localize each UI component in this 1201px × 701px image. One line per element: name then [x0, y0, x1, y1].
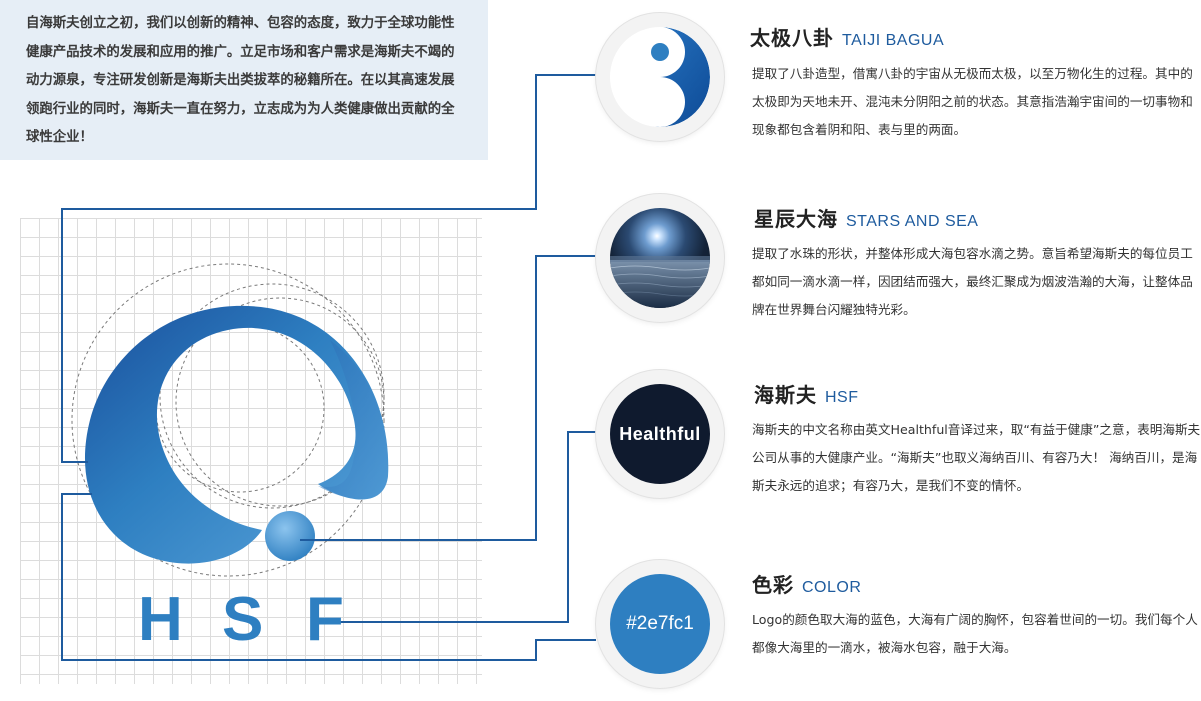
- item-color-title-cn: 色彩: [752, 573, 794, 597]
- color-hex-label: #2e7fc1: [626, 613, 694, 634]
- logo-letter-s: S: [222, 585, 264, 654]
- logo-wordmark: H S F: [138, 584, 390, 656]
- item-taiji-desc: 提取了八卦造型，借寓八卦的宇宙从无极而太极，以至万物化生的过程。其中的太极即为天…: [752, 66, 1193, 137]
- logo-letter-h: H: [138, 585, 183, 654]
- item-color-title: 色彩 COLOR: [752, 569, 861, 598]
- taiji-yin-yang-icon: [610, 27, 710, 127]
- item-hsf-title-cn: 海斯夫: [754, 383, 817, 407]
- item-stars-sea-title: 星辰大海 STARS AND SEA: [754, 203, 978, 232]
- item-taiji-title-en: TAIJI BAGUA: [842, 32, 945, 49]
- item-taiji-title-cn: 太极八卦: [750, 26, 834, 50]
- item-taiji-title: 太极八卦 TAIJI BAGUA: [750, 22, 944, 51]
- logo-drop: [265, 511, 315, 561]
- moonlit-sea-icon: [610, 208, 710, 308]
- item-hsf-desc: 海斯夫的中文名称由英文Healthful音译过来，取“有益于健康”之意，表明海斯…: [752, 422, 1201, 493]
- color-badge: #2e7fc1: [596, 560, 724, 688]
- item-color-desc: Logo的颜色取大海的蓝色，大海有广阔的胸怀，包容着世间的一切。我们每个人都像大…: [752, 612, 1198, 655]
- hsf-badge: Healthful: [596, 370, 724, 498]
- item-hsf-title-en: HSF: [825, 389, 859, 406]
- stars-sea-badge: [596, 194, 724, 322]
- healthful-label: Healthful: [619, 423, 701, 444]
- item-hsf-title: 海斯夫 HSF: [754, 379, 859, 408]
- logo-letter-f: F: [306, 585, 344, 654]
- taiji-badge: [596, 13, 724, 141]
- item-stars-sea-desc: 提取了水珠的形状，并整体形成大海包容水滴之势。意旨希望海斯夫的每位员工都如同一滴…: [752, 246, 1193, 317]
- color-swatch: #2e7fc1: [610, 574, 710, 674]
- healthful-badge: Healthful: [610, 384, 710, 484]
- item-stars-sea-title-en: STARS AND SEA: [846, 213, 979, 230]
- item-stars-sea-title-cn: 星辰大海: [754, 207, 838, 231]
- item-color-title-en: COLOR: [802, 579, 862, 596]
